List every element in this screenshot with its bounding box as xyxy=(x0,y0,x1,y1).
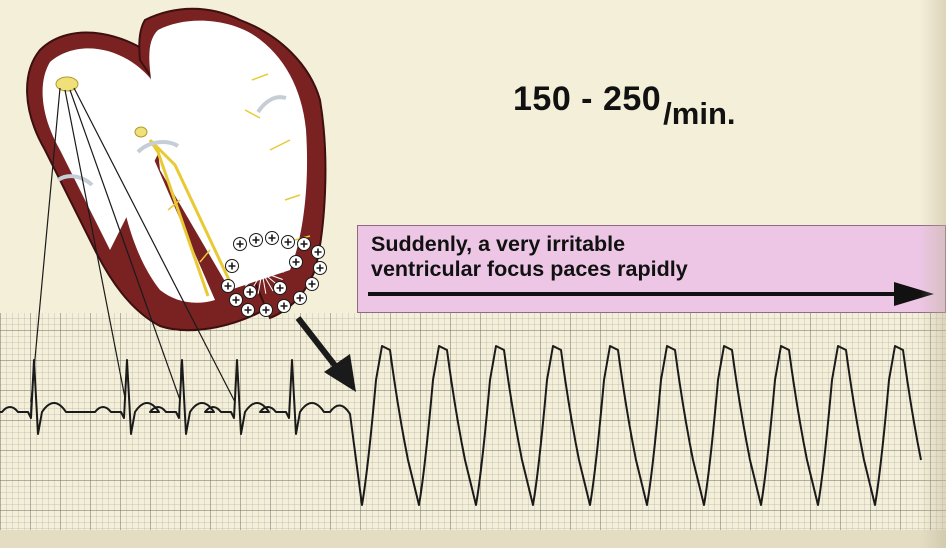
rate-value: 150 - 250 xyxy=(513,80,661,118)
rate-label: 150 - 250/min. xyxy=(513,80,736,119)
page-edge-shadow xyxy=(920,0,946,548)
banner-line-2: ventricular focus paces rapidly xyxy=(371,257,688,282)
ecg-grid xyxy=(0,313,946,538)
banner-arrow-line xyxy=(368,292,898,296)
caption-banner: Suddenly, a very irritable ventricular f… xyxy=(357,225,946,313)
banner-line-1: Suddenly, a very irritable xyxy=(371,232,688,257)
rate-unit: /min. xyxy=(663,96,735,131)
banner-text: Suddenly, a very irritable ventricular f… xyxy=(371,232,688,282)
ecg-grid-bottom-band xyxy=(0,530,946,548)
av-node xyxy=(135,127,147,137)
